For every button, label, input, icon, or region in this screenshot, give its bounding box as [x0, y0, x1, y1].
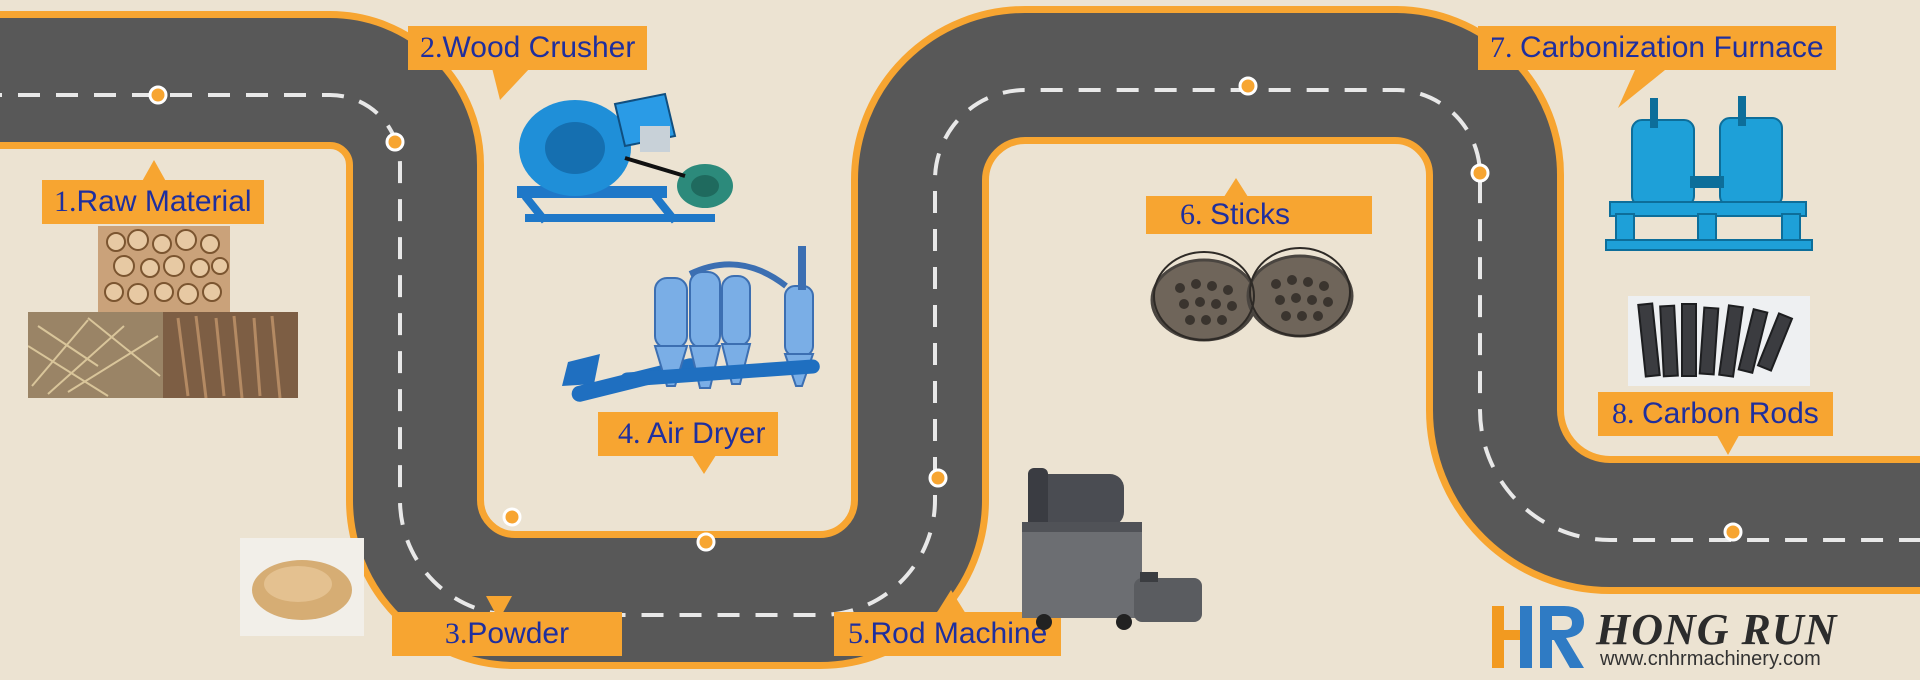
carbonization-furnace-image	[1605, 96, 1813, 251]
hr-logo-icon	[1492, 606, 1584, 668]
pointer-4	[690, 452, 718, 474]
furnace-tank	[1631, 119, 1695, 207]
waypoint-dot	[148, 85, 168, 105]
carbon-rod	[1659, 304, 1679, 378]
waypoint-markers	[148, 76, 1743, 552]
waypoint-dot	[928, 468, 948, 488]
pointer-2	[492, 68, 530, 100]
step-number: 2.	[420, 31, 443, 64]
cyclone-tower	[654, 277, 688, 349]
label-pointers	[140, 68, 1742, 620]
waypoint-dot	[502, 507, 522, 527]
machine-motor	[1034, 474, 1124, 526]
step-label-sticks: 6. Sticks	[1146, 196, 1372, 234]
road-lane-line	[0, 88, 1920, 617]
step-name: Wood Crusher	[442, 31, 636, 64]
step-label-carbon-rods: 8. Carbon Rods	[1598, 392, 1833, 436]
rod-machine-image	[1022, 468, 1202, 630]
pointer-1	[140, 160, 168, 185]
step-number: 7.	[1490, 31, 1520, 64]
step-label-wood-crusher: 2.Wood Crusher	[408, 26, 648, 70]
brand-name: HONG RUN	[1596, 605, 1838, 654]
step-name: Rod Machine	[870, 617, 1048, 650]
wood-crusher-image	[517, 92, 733, 224]
waypoint-dot	[1723, 522, 1743, 542]
step-number: 8.	[1612, 397, 1642, 430]
carbon-rod	[1756, 312, 1794, 372]
machine-body	[1022, 522, 1142, 618]
step-label-carbonization-furnace: 7. Carbonization Furnace	[1478, 26, 1836, 70]
raw-material-image	[28, 226, 298, 398]
step-number: 1.	[54, 185, 77, 218]
step-number: 3.	[444, 617, 468, 650]
step-name: Air Dryer	[640, 417, 766, 450]
cyclone-tower	[689, 271, 721, 349]
waypoint-dot	[385, 132, 405, 152]
step-name: Carbonization Furnace	[1520, 31, 1824, 64]
carbon-rods-image	[1628, 296, 1810, 386]
sticks-image	[1150, 247, 1354, 342]
carbon-rod	[1737, 308, 1769, 374]
road-surface	[0, 13, 1920, 662]
machine-heater-box	[1134, 578, 1202, 622]
carbon-rod	[1698, 306, 1720, 376]
step-label-air-dryer: 4. Air Dryer	[598, 412, 778, 456]
waypoint-dot	[1238, 76, 1258, 96]
brand-logo: HONG RUN www.cnhrmachinery.com	[1488, 602, 1908, 674]
step-name: Powder	[467, 617, 570, 650]
step-number: 4.	[618, 417, 641, 450]
waypoint-dot	[696, 532, 716, 552]
pointer-3	[486, 596, 512, 620]
carbon-rod	[1718, 304, 1744, 378]
step-number: 6.	[1180, 198, 1210, 231]
step-name: Sticks	[1210, 198, 1291, 231]
furnace-tank	[1719, 117, 1783, 207]
carbon-rod	[1681, 303, 1697, 377]
pointer-8	[1714, 430, 1742, 455]
pointer-6	[1222, 178, 1250, 200]
cyclone-tower	[721, 275, 751, 347]
cyclone-tower	[784, 285, 814, 357]
step-name: Carbon Rods	[1642, 397, 1819, 430]
waypoint-dot	[1470, 163, 1490, 183]
brand-url: www.cnhrmachinery.com	[1600, 648, 1821, 670]
step-label-rod-machine: 5.Rod Machine	[834, 612, 1062, 656]
pointer-5	[936, 590, 966, 614]
air-dryer-image	[562, 246, 820, 402]
step-label-raw-material: 1.Raw Material	[42, 180, 264, 224]
straw-photo	[28, 312, 163, 398]
step-label-powder: 3.Powder	[392, 612, 622, 656]
carbon-rod	[1637, 302, 1661, 378]
pointer-7	[1618, 70, 1665, 108]
powder-image	[240, 538, 364, 636]
step-number: 5.	[848, 617, 871, 650]
step-name: Raw Material	[76, 185, 252, 218]
